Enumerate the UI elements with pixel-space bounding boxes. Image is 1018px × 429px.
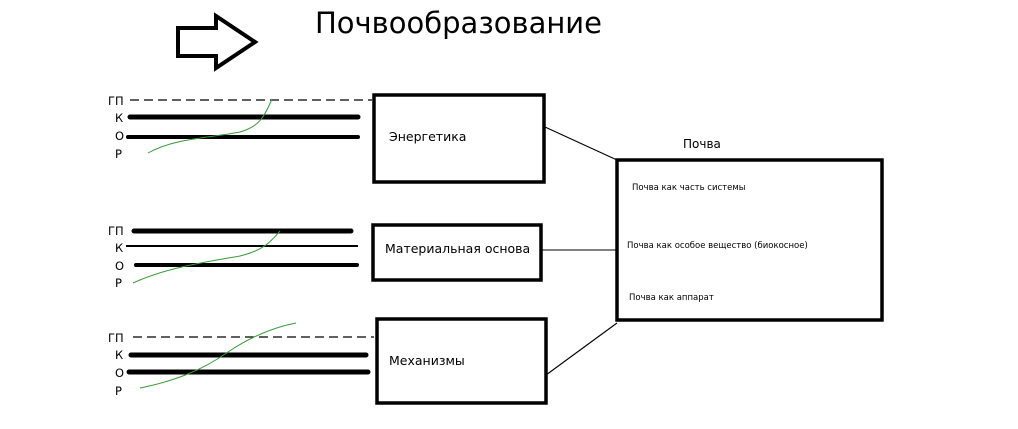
soil-profile-curve bbox=[132, 230, 281, 284]
layer-label-gp: ГП bbox=[108, 331, 124, 345]
layer-label-k: К bbox=[115, 241, 123, 255]
soil-heading: Почва bbox=[683, 137, 721, 151]
layer-label-gp: ГП bbox=[108, 224, 124, 238]
layer-label-k: К bbox=[115, 111, 123, 125]
layer-group-energy: ГП К О Р Энергетика bbox=[108, 93, 546, 184]
box-material-basis bbox=[371, 223, 543, 282]
soil-profile-curve bbox=[147, 98, 273, 154]
layer-group-material-basis: ГП К О Р Материальная основа bbox=[108, 223, 543, 290]
soil-item: Почва как аппарат bbox=[629, 293, 714, 303]
layer-label-r: Р bbox=[115, 147, 122, 161]
box-soil bbox=[615, 158, 884, 322]
layer-label-gp: ГП bbox=[108, 94, 124, 108]
right-arrow-icon bbox=[176, 12, 259, 72]
box-energy-label: Энергетика bbox=[389, 129, 466, 144]
box-mechanisms-label: Механизмы bbox=[389, 353, 465, 368]
connector-energy-soil bbox=[544, 126, 618, 161]
layer-label-o: О bbox=[115, 366, 124, 380]
soil-item: Почва как часть системы bbox=[632, 183, 745, 193]
layer-group-mechanisms: ГП К О Р Механизмы bbox=[108, 317, 548, 405]
connector-mechanisms-soil bbox=[545, 322, 618, 376]
layer-label-o: О bbox=[115, 259, 124, 273]
soil-profile-curve bbox=[139, 322, 297, 389]
box-material-basis-label: Материальная основа bbox=[385, 241, 530, 256]
diagram-title: Почвообразование bbox=[315, 6, 602, 40]
soil-block: Почва Почва как часть системы Почва как … bbox=[615, 137, 884, 322]
box-energy bbox=[372, 93, 546, 184]
box-mechanisms bbox=[375, 317, 548, 405]
layer-label-r: Р bbox=[115, 384, 122, 398]
soil-item: Почва как особое вещество (биокосное) bbox=[627, 241, 808, 251]
layer-label-r: Р bbox=[115, 276, 122, 290]
layer-label-k: К bbox=[115, 348, 123, 362]
layer-label-o: О bbox=[115, 129, 124, 143]
